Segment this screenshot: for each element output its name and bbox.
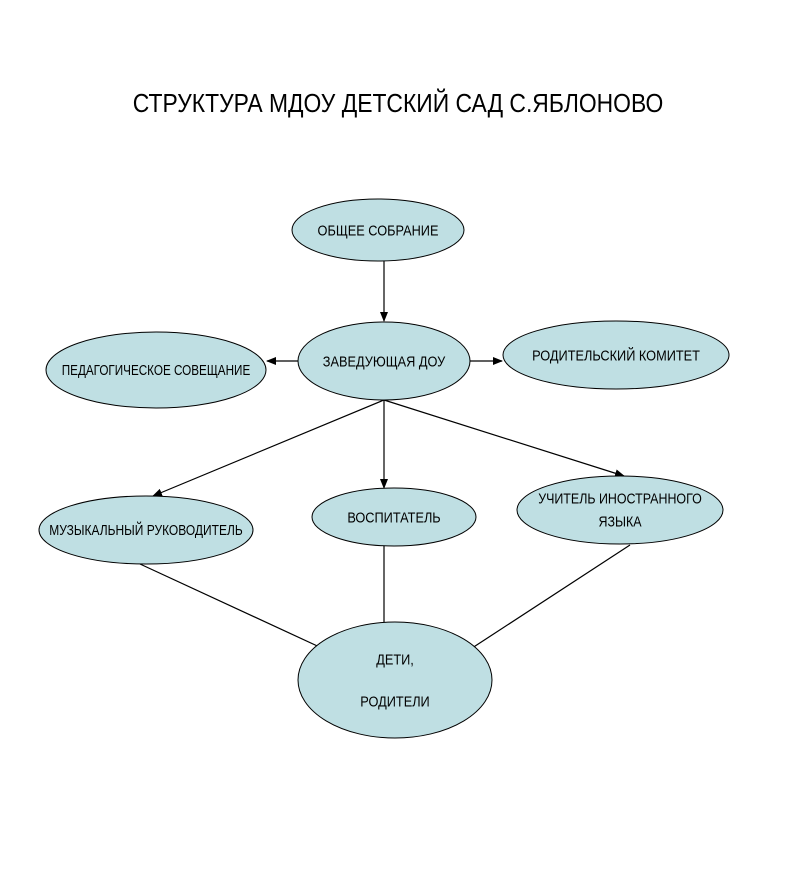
- edges-layer: [139, 261, 631, 653]
- node-head: ЗАВЕДУЮЩАЯ ДОУ: [297, 321, 471, 401]
- node-music-director: МУЗЫКАЛЬНЫЙ РУКОВОДИТЕЛЬ: [38, 495, 254, 565]
- node-label-general-meeting: ОБЩЕЕ СОБРАНИЕ: [318, 221, 439, 238]
- node-label-foreign-language-teacher: УЧИТЕЛЬ ИНОСТРАННОГО: [538, 490, 702, 506]
- page-title: СТРУКТУРА МДОУ ДЕТСКИЙ САД С.ЯБЛОНОВО: [132, 88, 664, 118]
- node-foreign-language-teacher: УЧИТЕЛЬ ИНОСТРАННОГО ЯЗЫКА: [516, 475, 724, 545]
- node-ellipse-head: [297, 321, 471, 401]
- node-ellipse-foreign-language-teacher: [516, 475, 724, 545]
- node-pedagogical-council: ПЕДАГОГИЧЕСКОЕ СОВЕЩАНИЕ: [45, 331, 267, 409]
- nodes-layer: ОБЩЕЕ СОБРАНИЕ ЗАВЕДУЮЩАЯ ДОУ ПЕДАГОГИЧЕСК…: [38, 198, 730, 739]
- node-ellipse-pedagogical-council: [45, 331, 267, 409]
- node-ellipse-children-parents: [297, 621, 493, 739]
- node-label-parents-committee: РОДИТЕЛЬСКИЙ КОМИТЕТ: [532, 345, 700, 363]
- node-label-children-parents: РОДИТЕЛИ: [360, 692, 429, 709]
- node-label-foreign-language-teacher: ЯЗЫКА: [598, 513, 642, 529]
- node-ellipse-parents-committee: [502, 320, 730, 390]
- node-label-pedagogical-council: ПЕДАГОГИЧЕСКОЕ СОВЕЩАНИЕ: [62, 362, 251, 379]
- node-children-parents: ДЕТИ, РОДИТЕЛИ: [297, 621, 493, 739]
- node-ellipse-general-meeting: [291, 198, 465, 262]
- edge-head-to-foreign-language-teacher: [383, 399, 625, 478]
- node-general-meeting: ОБЩЕЕ СОБРАНИЕ: [291, 198, 465, 262]
- node-label-head: ЗАВЕДУЮЩАЯ ДОУ: [323, 352, 446, 369]
- node-parents-committee: РОДИТЕЛЬСКИЙ КОМИТЕТ: [502, 320, 730, 390]
- node-label-children-parents: ДЕТИ,: [376, 650, 414, 667]
- node-ellipse-music-director: [38, 495, 254, 565]
- edge-music-director-to-children-parents: [139, 563, 327, 651]
- node-ellipse-educator: [311, 487, 477, 547]
- edge-head-to-music-director: [152, 399, 385, 497]
- node-educator: ВОСПИТАТЕЛЬ: [311, 487, 477, 547]
- node-label-educator: ВОСПИТАТЕЛЬ: [347, 508, 440, 525]
- edge-foreign-language-teacher-to-children-parents: [465, 544, 631, 653]
- node-label-music-director: МУЗЫКАЛЬНЫЙ РУКОВОДИТЕЛЬ: [49, 522, 243, 539]
